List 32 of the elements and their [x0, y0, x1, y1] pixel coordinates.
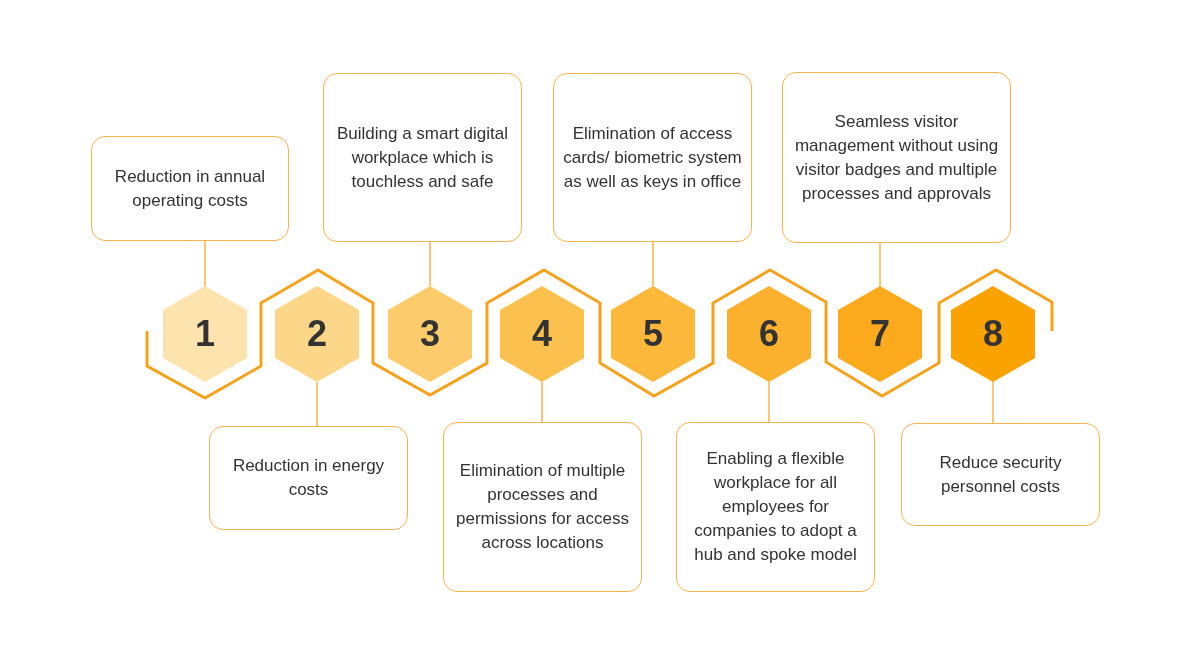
connector-line	[768, 381, 770, 423]
benefit-text: Building a smart digital workplace which is touchless and safe	[336, 122, 509, 193]
text-card	[323, 73, 522, 242]
connector-line	[652, 241, 654, 287]
step-number: 7	[869, 313, 891, 355]
text-card	[782, 72, 1011, 243]
text-card	[443, 422, 642, 592]
step-number: 5	[642, 313, 664, 355]
benefit-text: Enabling a flexible workplace for all employees for companies to adopt a hub and spoke model	[693, 448, 858, 566]
step-number: 6	[758, 313, 780, 355]
step-number: 4	[531, 313, 553, 355]
connector-line	[204, 240, 206, 287]
step-number: 1	[194, 313, 216, 355]
connector-line	[541, 381, 543, 423]
connector-line	[992, 381, 994, 424]
text-card	[553, 73, 752, 242]
benefit-text: Elimination of multiple processes and permissions for access across locations	[455, 460, 630, 554]
text-card	[209, 426, 408, 530]
text-card	[676, 422, 875, 592]
step-number: 3	[419, 313, 441, 355]
connector-line	[316, 381, 318, 427]
text-card	[91, 136, 289, 241]
connector-line	[879, 242, 881, 287]
text-card	[901, 423, 1100, 526]
benefit-text: Reduce security personnel costs	[938, 451, 1063, 498]
connector-line	[429, 241, 431, 287]
benefit-text: Elimination of access cards/ biometric system as well as keys in office	[562, 122, 743, 193]
benefit-text: Reduction in annual operating costs	[113, 165, 267, 212]
benefit-text: Seamless visitor management without using visitor badges and multiple processes and approvals	[793, 110, 1000, 205]
step-number: 8	[982, 313, 1004, 355]
step-number: 2	[306, 313, 328, 355]
benefit-text: Reduction in energy costs	[231, 455, 386, 501]
